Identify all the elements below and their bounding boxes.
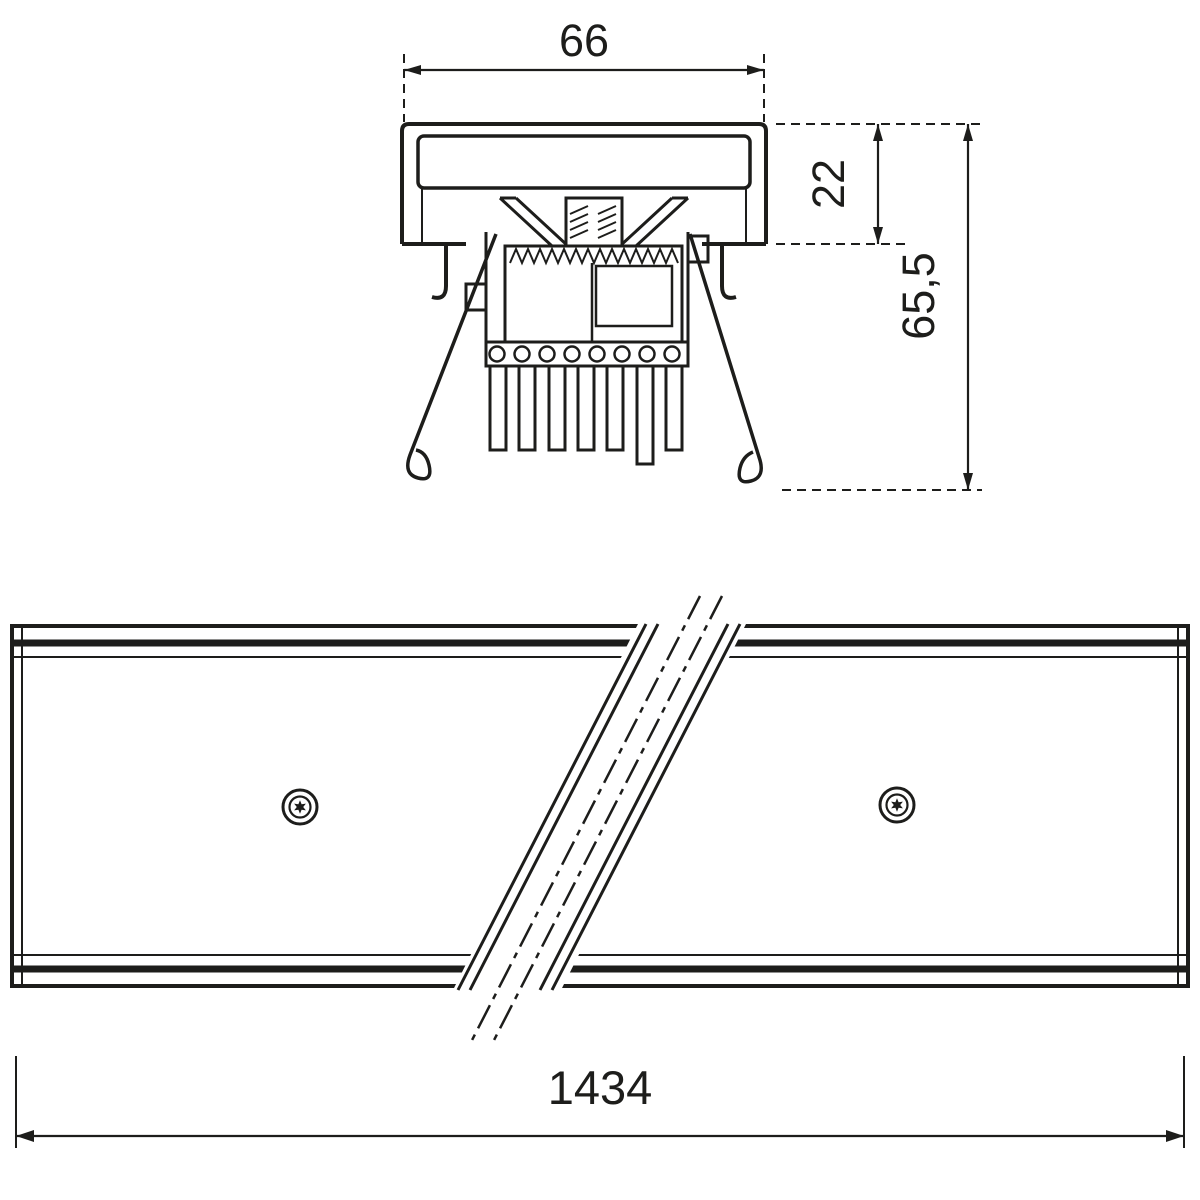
torx-screw-left <box>281 788 319 826</box>
arrowhead-right <box>747 65 764 75</box>
housing-outline <box>400 122 768 244</box>
clamp-left <box>498 196 570 248</box>
arrowhead-up <box>963 124 973 141</box>
torx-star-icon <box>891 798 903 812</box>
plan-view <box>10 595 1190 1047</box>
terminal-screw <box>638 345 656 363</box>
comb-tooth <box>547 366 567 452</box>
break-cut-line <box>550 623 742 991</box>
break-cut-line <box>468 623 660 991</box>
terminal-screw <box>588 345 606 363</box>
screw-inner-ring <box>885 793 909 817</box>
dimension-total-height: 65,5 <box>782 124 982 491</box>
arrowhead-down <box>873 227 883 244</box>
terminal-screw <box>663 345 681 363</box>
spring-clip-right <box>688 233 763 484</box>
break-mask <box>452 620 748 992</box>
torx-star-icon <box>294 800 306 814</box>
comb-tooth <box>576 366 596 452</box>
spring-clip-left <box>406 233 498 481</box>
arrowhead-right <box>1166 1130 1184 1142</box>
profile-outline <box>10 624 1190 988</box>
comb-tooth <box>517 366 537 452</box>
terminal-screw <box>613 345 631 363</box>
terminal-band <box>484 340 690 368</box>
hook-left <box>431 244 448 300</box>
gear-window <box>594 264 674 328</box>
comb-tooth <box>605 366 625 452</box>
comb-tooth-long <box>635 366 655 466</box>
break-centerline <box>467 595 702 1047</box>
dim-value-length: 1434 <box>548 1061 653 1114</box>
screw-inner-ring <box>288 795 312 819</box>
arrowhead-down <box>963 473 973 490</box>
inner-tray <box>416 134 752 190</box>
break-cut-line <box>538 623 730 991</box>
comb-tooth <box>488 366 508 452</box>
terminal-screw <box>488 345 506 363</box>
dimension-recess-height: 22 <box>776 123 982 245</box>
arrowhead-up <box>873 124 883 141</box>
arrowhead-left <box>16 1130 34 1142</box>
comb-tooth <box>664 366 684 452</box>
torx-screw-right <box>878 786 916 824</box>
dimension-length: 1434 <box>15 1056 1185 1148</box>
dim-value-total-height: 65,5 <box>893 252 944 340</box>
arrowhead-left <box>404 65 421 75</box>
terminal-screw <box>563 345 581 363</box>
clamp-spring-hatch-left <box>569 205 589 239</box>
cross-section-view <box>400 122 768 484</box>
clamp-right <box>618 196 690 248</box>
dim-value-width: 66 <box>559 15 609 66</box>
dimension-width: 66 <box>403 15 765 122</box>
hook-right <box>720 244 737 300</box>
terminal-screw <box>538 345 556 363</box>
break-cut-line <box>456 623 648 991</box>
terminal-screw <box>513 345 531 363</box>
dim-value-recess-height: 22 <box>803 159 854 209</box>
gear-knurl-strip <box>509 246 679 266</box>
clamp-spring-hatch-right <box>597 205 617 239</box>
clamp-center-post <box>564 196 624 248</box>
break-centerline <box>489 595 724 1047</box>
